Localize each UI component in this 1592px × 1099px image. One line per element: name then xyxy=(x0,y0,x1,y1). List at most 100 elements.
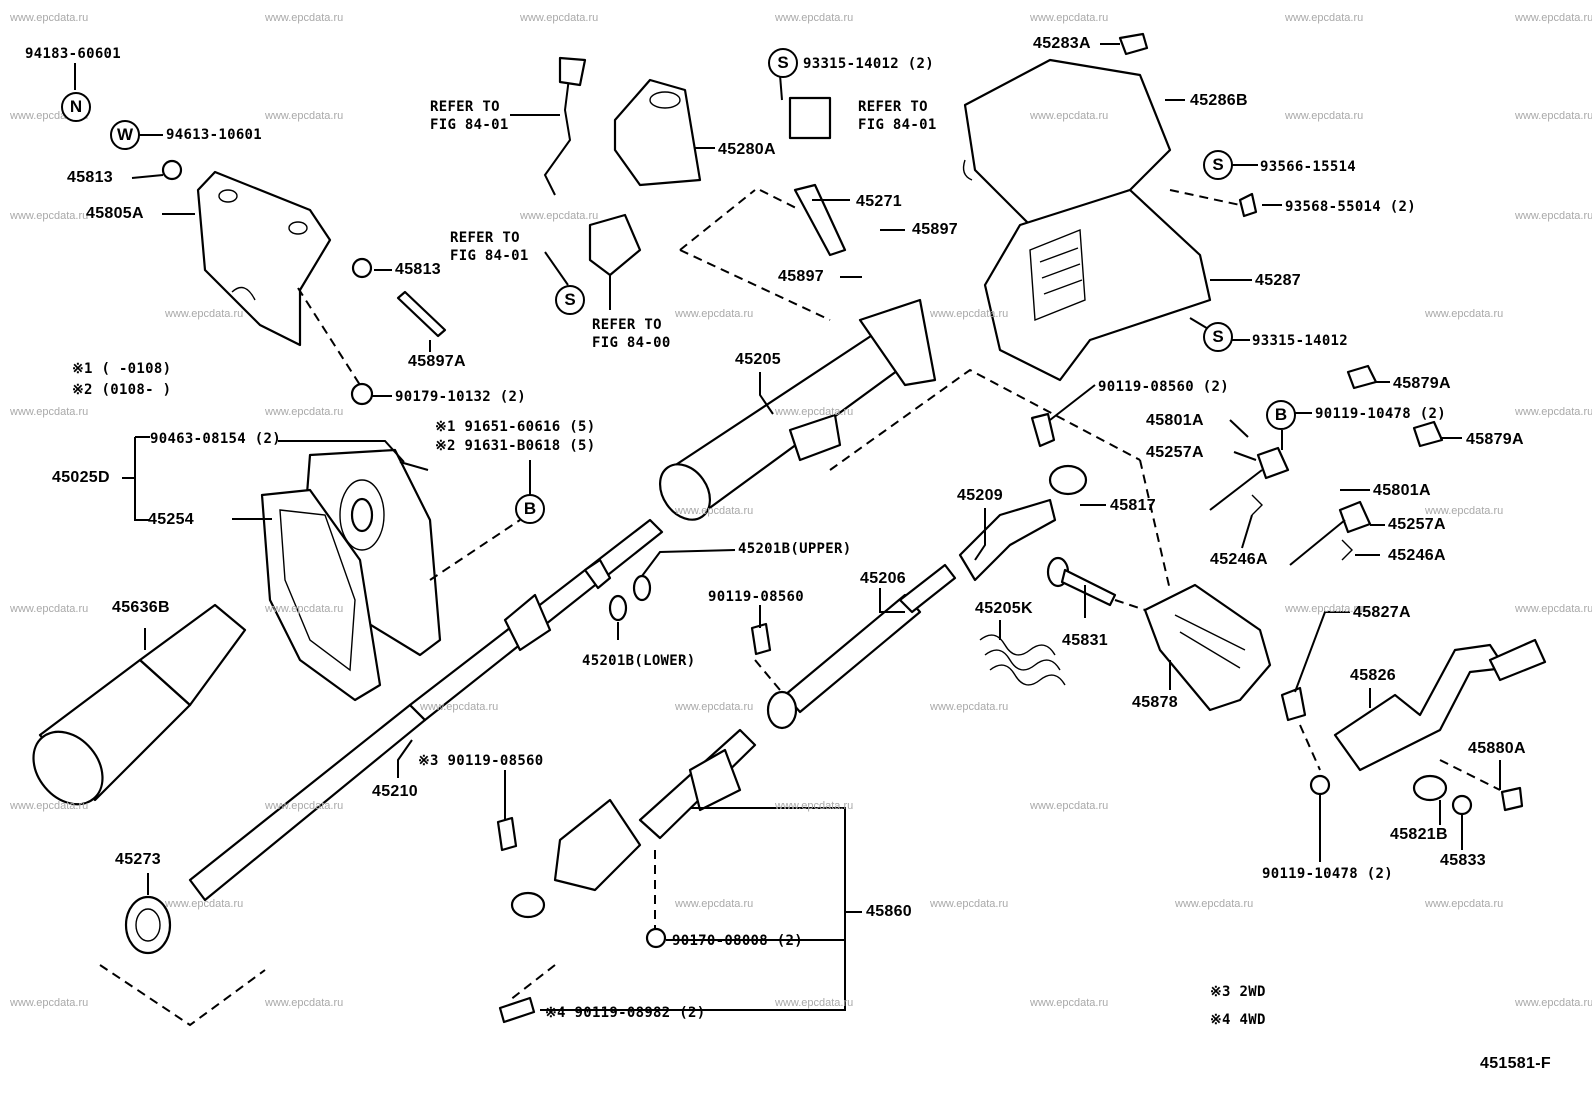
gear-45273 xyxy=(124,895,172,955)
harness xyxy=(543,69,572,196)
leader-refer-2 xyxy=(544,251,569,286)
label-45821b: 45821B xyxy=(1390,826,1448,843)
watermark: www.epcdata.ru xyxy=(1515,997,1592,1009)
plug-45283a xyxy=(1118,32,1149,56)
watermark: www.epcdata.ru xyxy=(1030,12,1109,24)
label-90170-08008: 90170-08008 (2) xyxy=(672,933,803,949)
intermediate-shaft-45206 xyxy=(766,563,957,730)
label-90119-10478-b: 90119-10478 (2) xyxy=(1262,866,1393,882)
clip-45879a-1 xyxy=(1346,364,1378,390)
bracket-45878 xyxy=(1143,583,1272,712)
plate-45254 xyxy=(260,488,382,702)
watermark: www.epcdata.ru xyxy=(930,308,1009,320)
watermark: www.epcdata.ru xyxy=(675,701,754,713)
label-45827a: 45827A xyxy=(1353,604,1411,621)
label-45206: 45206 xyxy=(860,570,906,587)
label-45897-2: 45897 xyxy=(912,221,958,238)
watermark: www.epcdata.ru xyxy=(1515,406,1592,418)
label-45210: 45210 xyxy=(372,783,418,800)
dashed-guide-c xyxy=(99,964,266,1027)
watermark: www.epcdata.ru xyxy=(1285,603,1364,615)
symbol-b-91651: B xyxy=(515,494,545,524)
dashed-guide-l xyxy=(754,659,781,691)
figure-code: 451581-F xyxy=(1480,1055,1551,1072)
watermark: www.epcdata.ru xyxy=(1030,110,1109,122)
label-45286b: 45286B xyxy=(1190,92,1248,109)
watermark: www.epcdata.ru xyxy=(675,505,754,517)
watermark: www.epcdata.ru xyxy=(10,997,89,1009)
clip-90463 xyxy=(399,461,429,471)
upper-cover-45286b xyxy=(962,58,1172,227)
dashed-guide-d xyxy=(679,189,756,251)
note-1: ※1 ( -0108) xyxy=(72,361,172,377)
nut-45813-a xyxy=(161,159,183,181)
label-45801a-2: 45801A xyxy=(1373,482,1431,499)
watermark: www.epcdata.ru xyxy=(775,800,854,812)
bolt-90119-08560 xyxy=(750,622,772,656)
watermark: www.epcdata.ru xyxy=(265,997,344,1009)
watermark: www.epcdata.ru xyxy=(165,898,244,910)
watermark: www.epcdata.ru xyxy=(930,898,1009,910)
label-45897a: 45897A xyxy=(408,353,466,370)
lock-housing-45280a xyxy=(613,78,702,187)
watermark: www.epcdata.ru xyxy=(930,701,1009,713)
bracket-45271 xyxy=(793,183,847,257)
screw-93568 xyxy=(1238,192,1258,218)
watermark: www.epcdata.ru xyxy=(775,997,854,1009)
label-93566-15514: 93566-15514 xyxy=(1260,159,1357,175)
symbol-b-90119-10478: B xyxy=(1266,400,1296,430)
label-93315-14012: 93315-14012 xyxy=(1252,333,1349,349)
watermark: www.epcdata.ru xyxy=(1285,110,1364,122)
lower-shaft-45860 xyxy=(510,728,757,919)
nut-90179 xyxy=(350,382,374,406)
watermark: www.epcdata.ru xyxy=(1515,210,1592,222)
symbol-s-refer: S xyxy=(555,285,585,315)
label-refer-2b: FIG 84-01 xyxy=(450,248,529,264)
leader-lines xyxy=(74,43,1501,1011)
label-45897-1: 45897 xyxy=(778,268,824,285)
label-45209: 45209 xyxy=(957,487,1003,504)
label-45257a-1: 45257A xyxy=(1146,444,1204,461)
dashed-guide-m xyxy=(1139,459,1171,591)
watermark: www.epcdata.ru xyxy=(1425,505,1504,517)
switch-box xyxy=(788,96,832,140)
label-90179-10132: 90179-10132 (2) xyxy=(395,389,526,405)
label-45831: 45831 xyxy=(1062,632,1108,649)
label-45271: 45271 xyxy=(856,193,902,210)
label-45254: 45254 xyxy=(148,511,194,528)
plate-45827a xyxy=(1280,686,1307,722)
dashed-guide-n xyxy=(1299,724,1321,771)
column-tube-45205 xyxy=(658,298,937,521)
watermark: www.epcdata.ru xyxy=(265,110,344,122)
label-93568-55014: 93568-55014 (2) xyxy=(1285,199,1416,215)
watermark: www.epcdata.ru xyxy=(520,210,599,222)
dashed-guide-k xyxy=(509,964,556,1001)
watermark: www.epcdata.ru xyxy=(1515,12,1592,24)
label-refer-1b: FIG 84-01 xyxy=(430,117,509,133)
label-45880a: 45880A xyxy=(1468,740,1526,757)
watermark: www.epcdata.ru xyxy=(775,12,854,24)
watermark: www.epcdata.ru xyxy=(1285,12,1364,24)
note-3: ※3 2WD xyxy=(1210,984,1266,1000)
symbol-s-93315-2: S xyxy=(768,48,798,78)
watermark: www.epcdata.ru xyxy=(10,800,89,812)
label-90119-08560: 90119-08560 xyxy=(708,589,805,605)
bracket-45805a xyxy=(196,170,332,347)
connector xyxy=(558,56,587,87)
label-45879a-1: 45879A xyxy=(1393,375,1451,392)
watermark: www.epcdata.ru xyxy=(520,12,599,24)
label-94613-10601: 94613-10601 xyxy=(166,127,263,143)
switch-unit xyxy=(588,213,642,277)
label-45283a: 45283A xyxy=(1033,35,1091,52)
watermark: www.epcdata.ru xyxy=(1515,603,1592,615)
label-45246a-1: 45246A xyxy=(1210,551,1268,568)
label-90119-10478: 90119-10478 (2) xyxy=(1315,406,1446,422)
label-45860: 45860 xyxy=(866,903,912,920)
bolt-90119-08560-2 xyxy=(1030,412,1056,448)
label-45833: 45833 xyxy=(1440,852,1486,869)
label-91631-b0618: ※2 91631-B0618 (5) xyxy=(435,438,596,454)
lower-cover-45287 xyxy=(983,188,1212,382)
rod-45257a-1 xyxy=(1209,469,1263,511)
plate-45821b xyxy=(1412,774,1448,802)
label-refer-2a: REFER TO xyxy=(450,230,520,246)
